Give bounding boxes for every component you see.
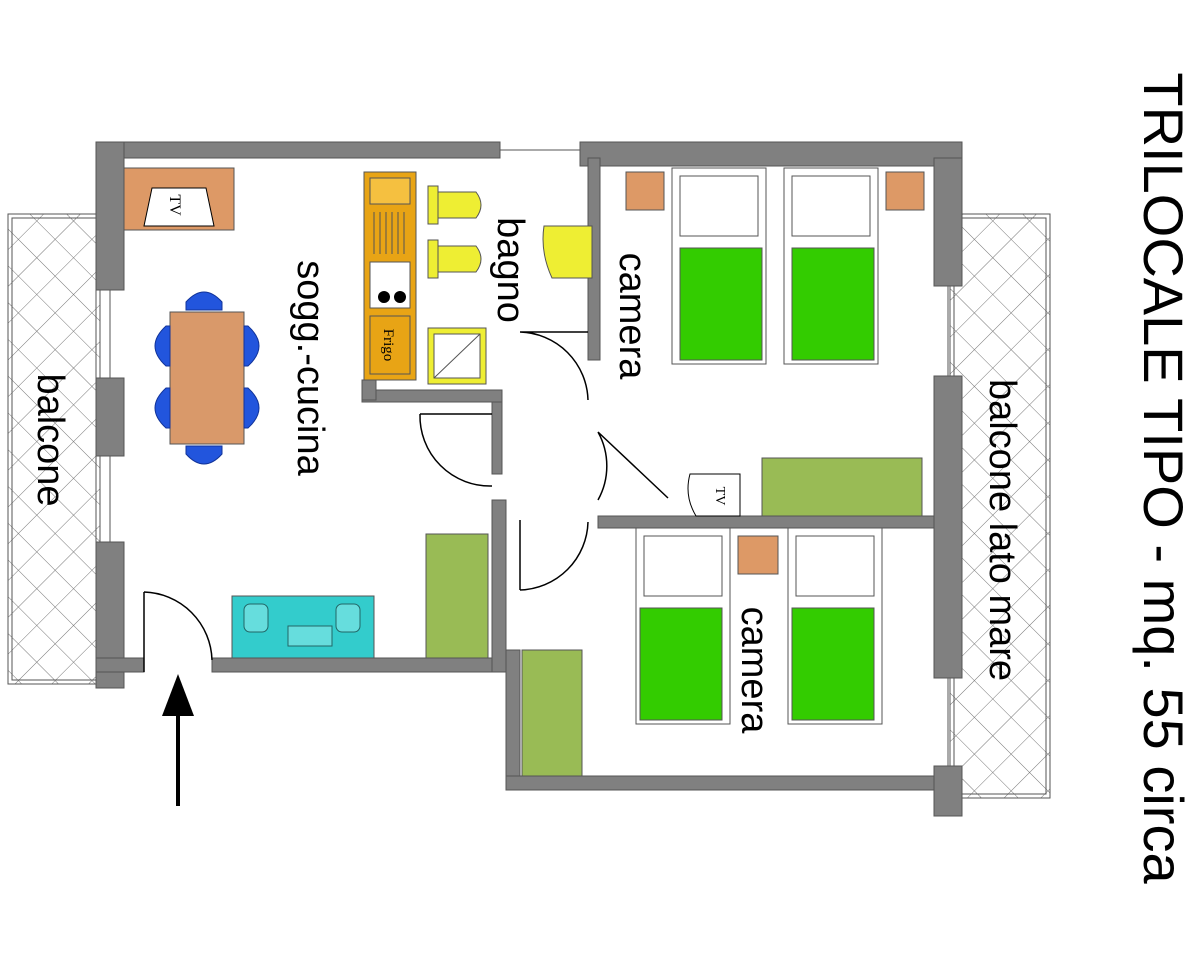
dining-table: [154, 291, 260, 465]
room-label-balcony-left: balcone: [29, 373, 71, 506]
room-label-bathroom: bagno: [489, 217, 531, 323]
entrance-arrow-icon: [162, 674, 194, 806]
sofa: [231, 595, 375, 659]
bed-icon: [671, 167, 767, 365]
door-swings: [143, 331, 669, 672]
room-label-bedroom-2: camera: [733, 607, 775, 735]
bedroom-1-furniture: TV: [625, 167, 925, 517]
room-label-living: sogg.-cucina: [289, 260, 331, 476]
sink-icon: [542, 225, 593, 279]
bidet-icon: [427, 245, 482, 273]
bed-icon: [635, 527, 731, 725]
tv-label-bedroom: TV: [712, 487, 727, 506]
kitchen-counter: Frigo: [363, 171, 417, 381]
bathroom-fixtures: [427, 185, 593, 385]
chair-icon: [154, 291, 260, 465]
balcony-right: [949, 213, 1051, 799]
balcony-left: [7, 213, 101, 685]
room-label-bedroom-1: camera: [611, 253, 653, 381]
bedroom-2-furniture: [521, 527, 883, 777]
window-marks: [109, 149, 949, 766]
tv-stand-living: TV: [123, 167, 235, 231]
bed-icon: [787, 527, 883, 725]
plan-title: TRILOCALE TIPO - mq. 55 circa: [1132, 72, 1195, 884]
fridge-label: Frigo: [380, 329, 396, 362]
cabinet-living: [425, 533, 489, 659]
bed-icon: [783, 167, 879, 365]
tv-label-living: TV: [166, 194, 183, 216]
room-label-balcony-right: balcone lato mare: [981, 379, 1023, 681]
toilet-icon: [427, 191, 482, 219]
